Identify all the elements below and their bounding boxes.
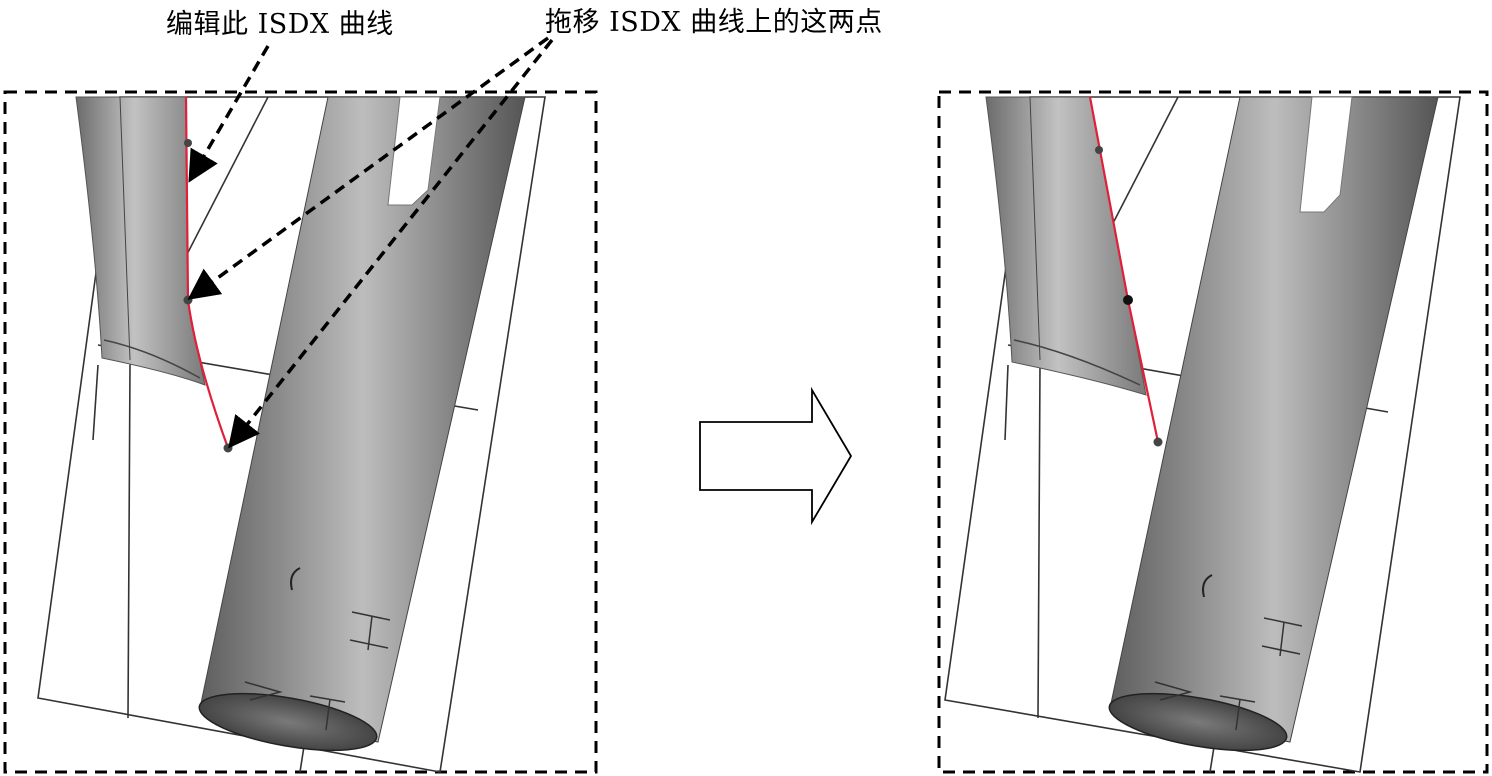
drag-points-label: 拖移 ISDX 曲线上的这两点 — [545, 7, 883, 38]
after-left-leg — [985, 96, 1147, 396]
edit-curve-label: 编辑此 ISDX 曲线 — [166, 9, 394, 40]
edit-curve-arrow — [188, 45, 270, 183]
callout-arrows — [187, 36, 554, 449]
drag-point-end-arrow — [228, 38, 554, 449]
after-main-tube — [1109, 96, 1439, 743]
after-frame — [937, 90, 1489, 774]
before-curve-point-end — [223, 443, 233, 453]
before-isdx-curve — [184, 96, 230, 449]
before-main-tube — [199, 96, 526, 743]
after-panel — [937, 90, 1489, 774]
after-curve-point-mid — [1123, 295, 1133, 305]
before-tube-cap — [198, 692, 378, 752]
before-panel — [3, 90, 598, 774]
after-tube-cap — [1108, 692, 1288, 752]
after-curve-point-top — [1095, 146, 1103, 154]
after-curve-point-end — [1153, 437, 1163, 447]
transition-arrow — [699, 386, 853, 526]
drag-point-mid-arrow — [187, 36, 550, 300]
before-curve-point-top — [184, 139, 192, 147]
